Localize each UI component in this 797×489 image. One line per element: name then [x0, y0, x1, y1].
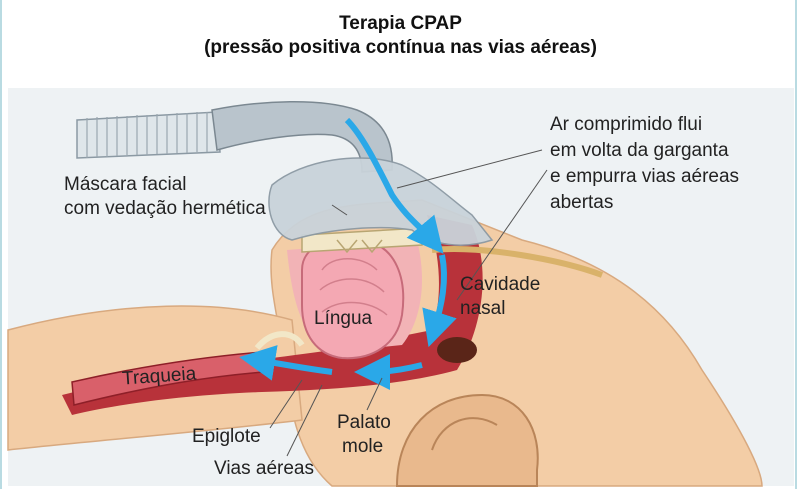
label-air-line-1: Ar comprimido flui: [550, 114, 702, 136]
tongue: [302, 239, 403, 358]
label-mask-line-1: Máscara facial: [64, 174, 187, 196]
label-airways: Vias aéreas: [214, 458, 314, 480]
label-mask-line-2: com vedação hermética: [64, 198, 266, 220]
label-air-line-4: abertas: [550, 192, 613, 214]
label-epiglottis: Epiglote: [192, 426, 261, 448]
label-air-line-2: em volta da garganta: [550, 140, 729, 162]
label-palate-line-2: mole: [342, 436, 383, 458]
label-tongue: Língua: [314, 308, 372, 330]
label-nasal-line-2: nasal: [460, 298, 505, 320]
label-air-line-3: e empurra vias aéreas: [550, 166, 739, 188]
nasal-opening: [437, 337, 477, 363]
cpap-hose: [77, 112, 220, 158]
label-nasal-line-1: Cavidade: [460, 274, 540, 296]
label-palate-line-1: Palato: [337, 412, 391, 434]
